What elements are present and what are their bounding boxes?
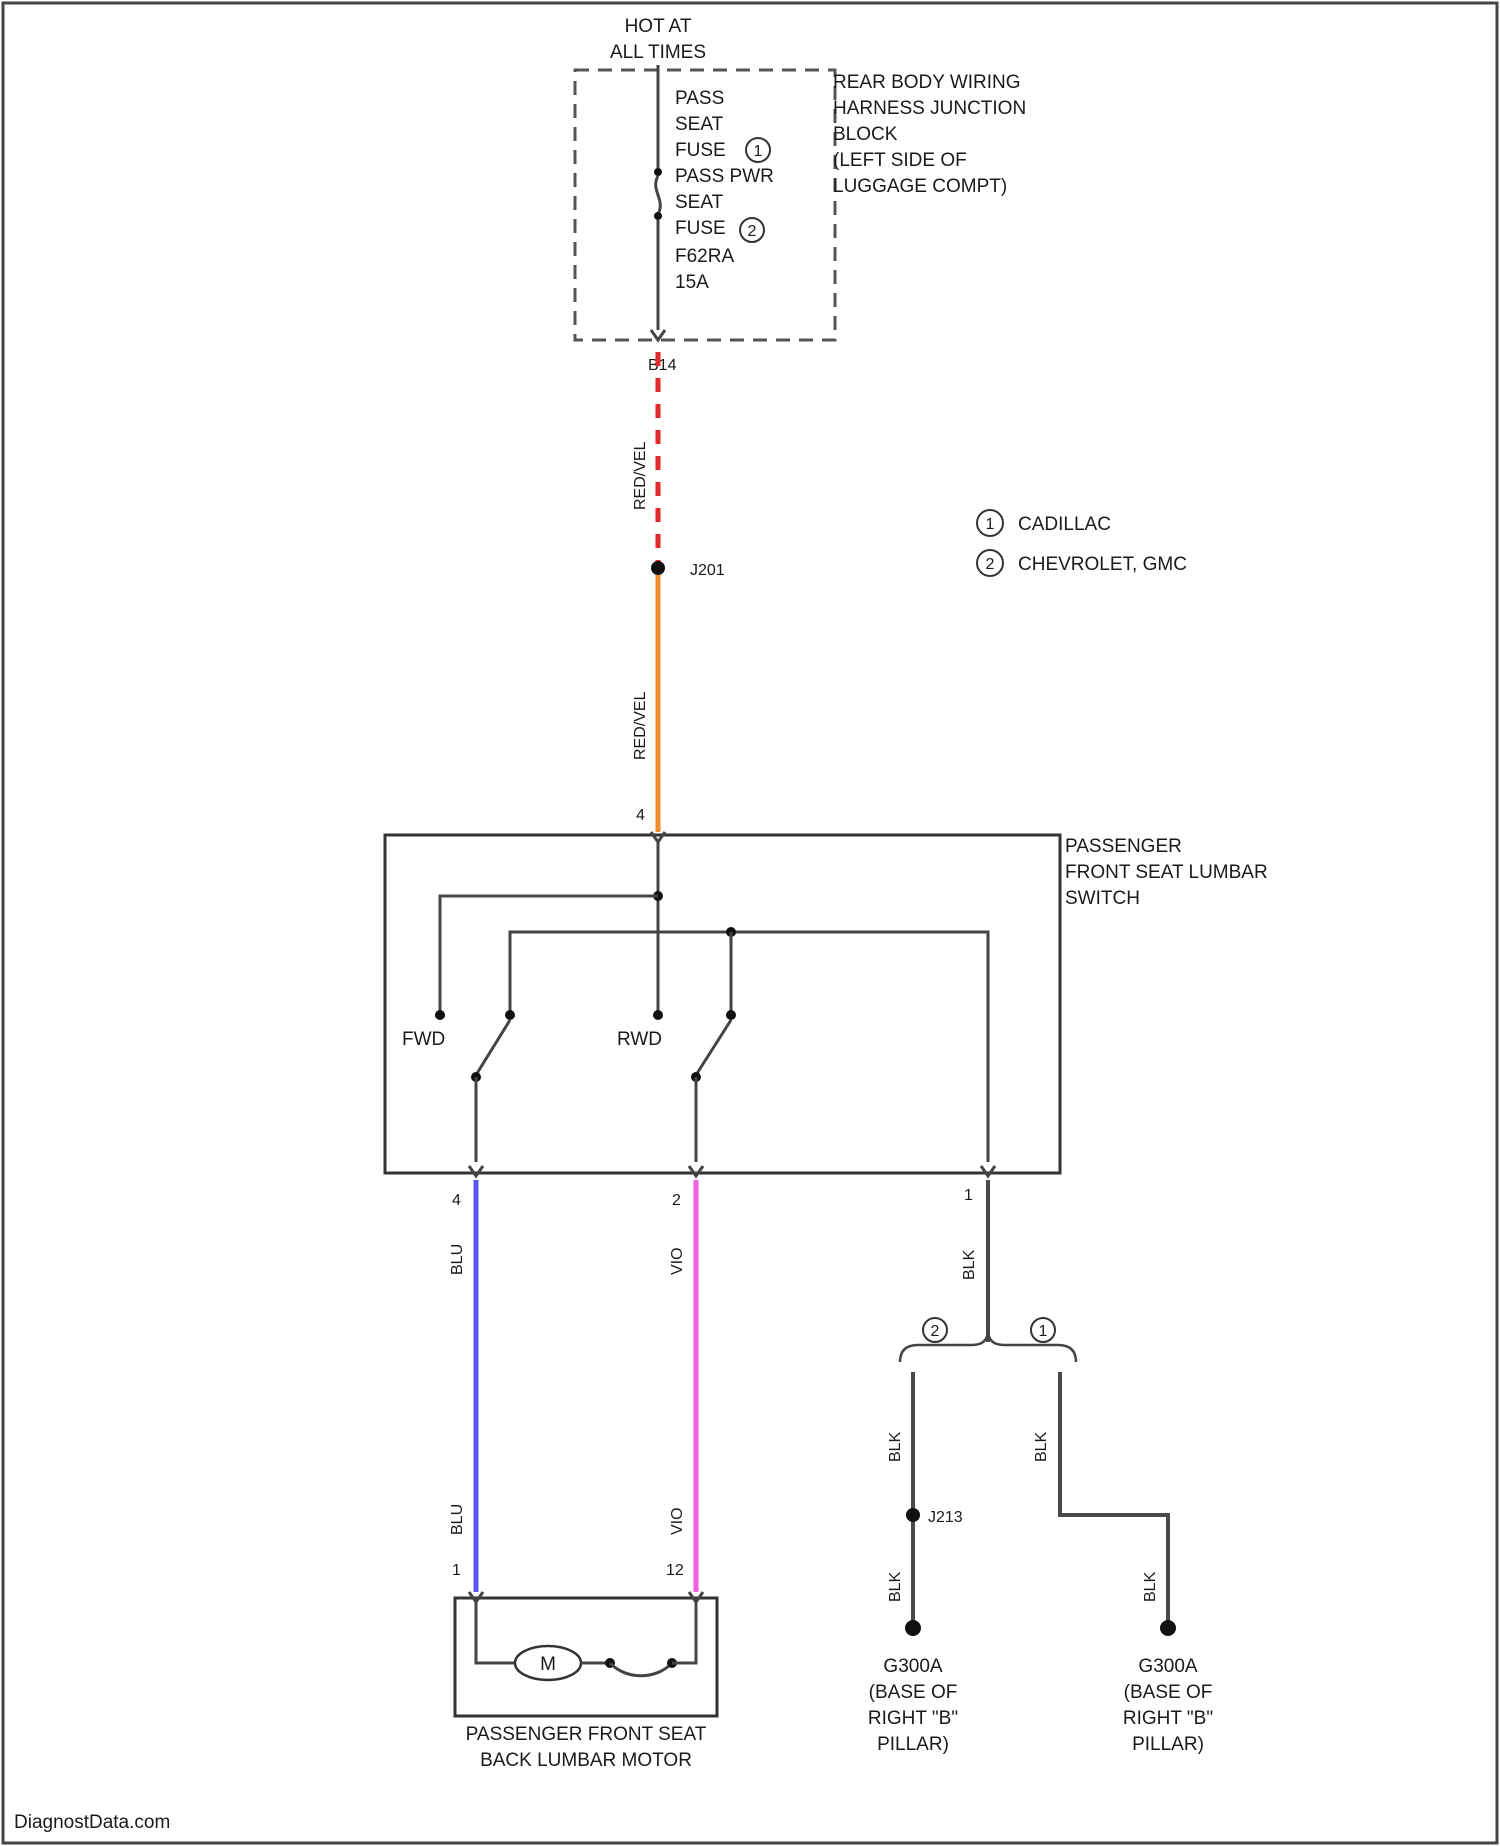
switch-pin-top: 4 [636,807,645,824]
ground-left-marker: 2 [931,1323,940,1340]
fuse2-line3: FUSE [675,218,726,239]
switch-pin-mid-label: 2 [672,1192,681,1209]
switch-pin-left-label: 4 [452,1192,461,1209]
legend-text-2: CHEVROLET, GMC [1018,554,1187,575]
fwd-ground-contact [505,1010,515,1020]
motor-pin-right-label: 12 [666,1562,684,1579]
ground-right-code-lower: BLK [1142,1571,1159,1602]
ground-right-label-line3: RIGHT "B" [1123,1708,1213,1729]
junction-block-label-line4: (LEFT SIDE OF [833,150,967,171]
fuse2-line1: PASS PWR [675,166,774,187]
junction-block-label: REAR BODY WIRING HARNESS JUNCTION BLOCK … [833,72,1026,197]
ground-right-label-line2: (BASE OF [1124,1682,1213,1703]
fwd-contact [435,1010,445,1020]
fwd-switch-blade [476,1020,510,1075]
motor-label: PASSENGER FRONT SEAT BACK LUMBAR MOTOR [466,1724,707,1771]
fuse2-marker: 2 [748,223,757,240]
legend: 1 CADILLAC 2 CHEVROLET, GMC [977,510,1187,576]
ground-right-label-line1: G300A [1138,1656,1197,1677]
splice-j201-label: J201 [690,562,725,579]
ground-g300a-right [1160,1620,1176,1636]
legend-marker-2: 2 [986,556,995,573]
blue-wire-code-lower: BLU [449,1504,466,1535]
lumbar-motor-box [455,1598,717,1716]
legend-text-1: CADILLAC [1018,514,1111,535]
power-note-line2: ALL TIMES [610,42,706,63]
motor-symbol-letter: M [540,1654,556,1675]
switch-ground-bus [510,932,988,1162]
motor-label-line1: PASSENGER FRONT SEAT [466,1724,707,1745]
watermark: DiagnostData.com [14,1812,170,1833]
power-note: HOT AT ALL TIMES [610,16,706,63]
ground-right-code-upper: BLK [1033,1431,1050,1462]
switch-label: PASSENGER FRONT SEAT LUMBAR SWITCH [1065,836,1268,909]
ground-right-label-line4: PILLAR) [1132,1734,1204,1755]
ground-left-code-upper: BLK [887,1431,904,1462]
diagram-frame [3,3,1497,1843]
fuse1-line2: SEAT [675,114,724,135]
ground-g300a-left [905,1620,921,1636]
red-wire-code: RED/VEL [632,441,649,510]
motor-pin-left-label: 1 [452,1562,461,1579]
ground-left-code-lower: BLK [887,1571,904,1602]
junction-block-label-line2: HARNESS JUNCTION [833,98,1026,119]
ground-left-label: G300A (BASE OF RIGHT "B" PILLAR) [868,1656,958,1755]
fuse2-line2: SEAT [675,192,724,213]
rwd-label: RWD [617,1029,662,1050]
switch-pin-right-label: 1 [964,1187,973,1204]
ground-left-label-line4: PILLAR) [877,1734,949,1755]
motor-internal-left [476,1602,515,1663]
option-bracket [900,1330,1076,1362]
rwd-contact [653,1010,663,1020]
motor-internal-right [672,1602,696,1663]
ground-left-label-line3: RIGHT "B" [868,1708,958,1729]
ground-right-label: G300A (BASE OF RIGHT "B" PILLAR) [1123,1656,1213,1755]
blue-wire-code-upper: BLU [449,1244,466,1275]
violet-wire-code-upper: VIO [669,1247,686,1275]
switch-label-line3: SWITCH [1065,888,1140,909]
circuit-breaker [610,1663,672,1676]
fuse2-extra-line1: F62RA [675,246,734,267]
junction-block-label-line1: REAR BODY WIRING [833,72,1021,93]
fuse-text: PASS SEAT FUSE 1 PASS PWR SEAT FUSE 2 F6… [675,88,774,293]
ground-left-label-line2: (BASE OF [869,1682,958,1703]
switch-label-line2: FRONT SEAT LUMBAR [1065,862,1268,883]
fuse1-line1: PASS [675,88,724,109]
motor-label-line2: BACK LUMBAR MOTOR [480,1750,692,1771]
splice-j213-label: J213 [928,1509,963,1526]
switch-label-line1: PASSENGER [1065,836,1182,857]
orange-wire-code: RED/VEL [632,691,649,760]
fwd-label: FWD [402,1029,445,1050]
violet-wire-code-lower: VIO [669,1507,686,1535]
ground-main-code: BLK [961,1249,978,1280]
fuse1-line3: FUSE [675,140,726,161]
rwd-ground-contact [726,1010,736,1020]
fuse-contact-top [654,168,662,176]
switch-fwd-feed [440,896,658,1015]
junction-block-label-line3: BLOCK [833,124,898,145]
legend-marker-1: 1 [986,516,995,533]
ground-left-label-line1: G300A [883,1656,942,1677]
ground-right-marker: 1 [1039,1323,1048,1340]
junction-block-label-line5: LUGGAGE COMPT) [833,176,1007,197]
junction-pin-label: B14 [648,357,677,374]
power-note-line1: HOT AT [625,16,692,37]
fuse-contact-bottom [654,212,662,220]
fuse-element [656,176,661,214]
rwd-switch-blade [696,1020,731,1075]
fuse1-marker: 1 [754,143,763,160]
splice-j213 [906,1508,920,1522]
lumbar-switch-box [385,835,1060,1173]
fuse2-extra-line2: 15A [675,272,709,293]
splice-j201 [651,561,665,575]
